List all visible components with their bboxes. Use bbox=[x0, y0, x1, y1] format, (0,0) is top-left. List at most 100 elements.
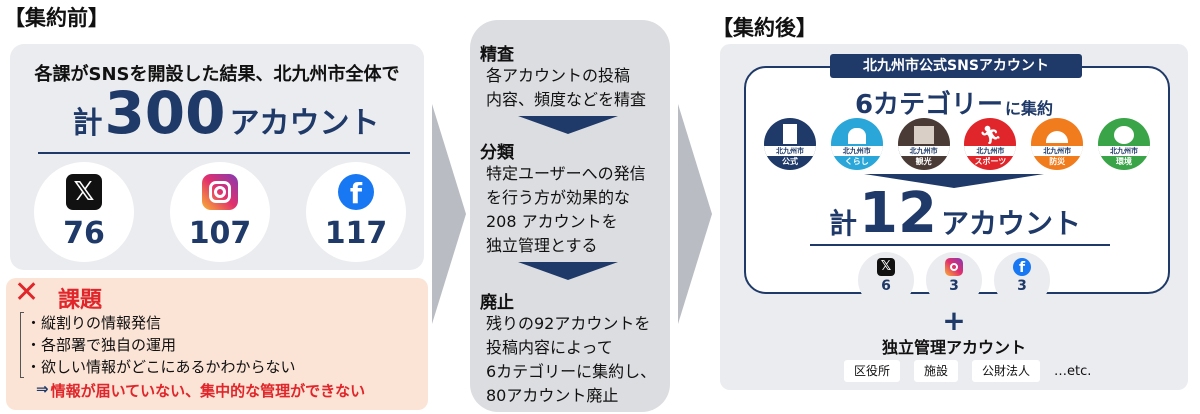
issue-item: ・各部署で独自の運用 bbox=[26, 336, 177, 354]
instagram-icon bbox=[945, 258, 963, 276]
after-social-instagram: 3 bbox=[926, 252, 982, 308]
category-label: 環境 bbox=[1115, 157, 1132, 166]
step1-line: 内容、頻度などを精査 bbox=[486, 90, 647, 109]
tag-item: 施設 bbox=[914, 360, 959, 382]
issues-box: ✕ 課題 ・縦割りの情報発信 ・各部署で独自の運用 ・欲しい情報がどこにあるかわ… bbox=[6, 278, 428, 410]
issues-title: 課題 bbox=[58, 288, 103, 313]
castle-icon bbox=[898, 118, 950, 146]
process-panel: 精査 各アカウントの投稿 内容、頻度などを精査 分類 特定ユーザーへの発信 を行… bbox=[470, 20, 670, 412]
step3-line: 投稿内容によって bbox=[486, 338, 613, 357]
helmet-icon bbox=[1031, 118, 1083, 146]
step-arrow-2 bbox=[518, 262, 618, 280]
category-count: 6カテゴリー bbox=[854, 90, 1004, 120]
people-icon bbox=[831, 118, 883, 146]
after-total: 計 12 アカウント bbox=[780, 184, 1130, 242]
after-social-facebook: f 3 bbox=[994, 252, 1050, 308]
step2-text: 特定ユーザーへの発信 を行う方が効果的な 208 アカウントを 独立管理とする bbox=[486, 162, 670, 258]
after-facebook-count: 3 bbox=[1017, 278, 1027, 294]
step-arrow-1 bbox=[518, 116, 618, 134]
before-social-facebook: f 117 bbox=[306, 162, 406, 262]
category-suffix: に集約 bbox=[1005, 99, 1054, 118]
step3-line: 残りの92アカウントを bbox=[486, 314, 651, 333]
issues-conclusion: ⇒ 情報が届いていない、集中的な管理ができない bbox=[36, 380, 365, 401]
step2-title: 分類 bbox=[480, 143, 514, 163]
after-social-x: 𝕏 6 bbox=[858, 252, 914, 308]
category-label: 公式 bbox=[782, 157, 798, 166]
category-city: 北九州市 bbox=[1097, 146, 1150, 156]
runner-icon: 🏃︎ bbox=[978, 125, 1002, 146]
conclusion-arrow: ⇒ bbox=[36, 380, 49, 398]
conclusion-text: 情報が届いていない、集中的な管理ができない bbox=[50, 382, 366, 400]
independent-label: 独立管理アカウント bbox=[881, 338, 1026, 357]
before-total-suffix: アカウント bbox=[229, 106, 380, 141]
before-instagram-count: 107 bbox=[188, 216, 252, 251]
category-arrow bbox=[864, 174, 1044, 188]
panda-icon bbox=[1098, 118, 1150, 146]
official-label: 北九州市公式SNSアカウント bbox=[830, 54, 1082, 78]
step2-line: 特定ユーザーへの発信 bbox=[486, 164, 646, 183]
category-official: 北九州市 公式 bbox=[764, 118, 816, 170]
independent-tags: 区役所 施設 公財法人 …etc. bbox=[844, 360, 1091, 382]
building-icon bbox=[764, 118, 816, 146]
category-city: 北九州市 bbox=[964, 146, 1017, 156]
before-total-number: 300 bbox=[104, 79, 226, 147]
step1-line: 各アカウントの投稿 bbox=[486, 66, 631, 85]
step2-line: を行う方が効果的な bbox=[486, 188, 631, 207]
after-instagram-count: 3 bbox=[949, 278, 959, 294]
category-kurashi: 北九州市 くらし bbox=[830, 118, 883, 170]
flow-arrow-1 bbox=[432, 104, 466, 324]
before-divider bbox=[38, 152, 410, 154]
instagram-icon bbox=[202, 174, 238, 210]
tag-etc: …etc. bbox=[1054, 363, 1092, 379]
after-heading: 【集約後】 bbox=[712, 16, 817, 40]
before-social-x: 𝕏 76 bbox=[34, 162, 134, 262]
step2-line: 208 アカウントを bbox=[486, 212, 618, 231]
category-city: 北九州市 bbox=[1031, 146, 1084, 156]
step3-text: 残りの92アカウントを 投稿内容によって 6カテゴリーに集約し、 80アカウント… bbox=[486, 312, 670, 408]
step3-title: 廃止 bbox=[480, 293, 514, 313]
category-label: 観光 bbox=[915, 157, 932, 166]
before-facebook-count: 117 bbox=[324, 216, 388, 251]
before-total: 計 300 アカウント bbox=[56, 84, 396, 142]
category-city: 北九州市 bbox=[830, 146, 883, 156]
before-x-count: 76 bbox=[63, 216, 105, 251]
before-panel: 各課がSNSを開設した結果、北九州市全体で 計 300 アカウント 𝕏 76 1… bbox=[10, 44, 424, 270]
category-sports: 🏃︎ 北九州市 スポーツ bbox=[964, 118, 1017, 170]
category-list: 北九州市 公式 北九州市 くらし 北九州市 観光 🏃︎ 北九州市 スポーツ 北九… bbox=[764, 118, 1150, 170]
issue-item: ・欲しい情報がどこにあるかわからない bbox=[26, 358, 296, 376]
issue-item: ・縦割りの情報発信 bbox=[26, 314, 162, 332]
category-heading: 6カテゴリー に集約 bbox=[720, 84, 1188, 121]
before-heading: 【集約前】 bbox=[4, 6, 109, 30]
cross-icon: ✕ bbox=[14, 275, 40, 310]
x-icon: 𝕏 bbox=[877, 258, 895, 276]
category-label: 防災 bbox=[1049, 157, 1066, 166]
category-city: 北九州市 bbox=[764, 146, 816, 156]
issues-bracket bbox=[20, 312, 24, 378]
category-label: くらし bbox=[844, 157, 869, 166]
before-total-prefix: 計 bbox=[72, 106, 103, 141]
facebook-icon: f bbox=[1013, 258, 1031, 276]
step3-line: 80アカウント廃止 bbox=[486, 386, 619, 405]
tag-item: 区役所 bbox=[844, 360, 901, 382]
before-social-instagram: 107 bbox=[170, 162, 270, 262]
issues-list: ・縦割りの情報発信 ・各部署で独自の運用 ・欲しい情報がどこにあるかわからない bbox=[26, 312, 296, 378]
category-city: 北九州市 bbox=[897, 146, 950, 156]
after-divider bbox=[810, 244, 1110, 246]
step3-line: 6カテゴリーに集約し、 bbox=[486, 362, 657, 381]
after-panel: 北九州市公式SNSアカウント 6カテゴリー に集約 北九州市 公式 北九州市 く… bbox=[720, 44, 1188, 390]
flow-arrow-2 bbox=[678, 104, 712, 324]
x-icon: 𝕏 bbox=[66, 174, 102, 210]
category-bosai: 北九州市 防災 bbox=[1031, 118, 1084, 170]
before-description: 各課がSNSを開設した結果、北九州市全体で bbox=[34, 64, 400, 85]
after-x-count: 6 bbox=[881, 278, 891, 294]
facebook-icon: f bbox=[338, 174, 374, 210]
tag-item: 公財法人 bbox=[972, 360, 1041, 382]
plus-icon: + bbox=[942, 304, 966, 337]
category-kanko: 北九州市 観光 bbox=[897, 118, 950, 170]
category-label: スポーツ bbox=[974, 157, 1007, 166]
category-kankyo: 北九州市 環境 bbox=[1097, 118, 1150, 170]
after-total-prefix: 計 bbox=[829, 207, 858, 240]
step1-title: 精査 bbox=[480, 45, 514, 65]
step1-text: 各アカウントの投稿 内容、頻度などを精査 bbox=[486, 64, 670, 112]
after-total-number: 12 bbox=[859, 181, 937, 246]
